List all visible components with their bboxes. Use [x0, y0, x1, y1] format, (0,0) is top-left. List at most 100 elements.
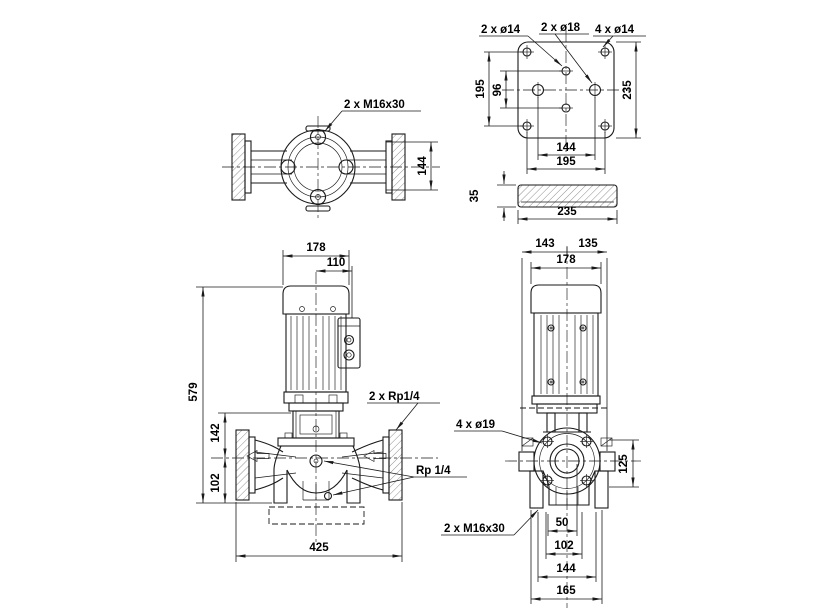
leader-gauge-ports: [395, 402, 419, 431]
pipe-bore-lines: [251, 159, 386, 175]
pipe-outline: [251, 150, 386, 184]
motor-fins: [540, 315, 594, 394]
base-plate-side-view: 35 235: [469, 171, 618, 224]
side-elevation-view: 178 110 579 142 102 425 2 x Rp1/4 Rp 1/4: [188, 242, 467, 562]
side-port-lug-right: [599, 451, 616, 472]
dim-foot-d: 165: [556, 585, 576, 597]
clamp-bolt-right: [600, 437, 613, 447]
coupling-screw: [312, 425, 320, 433]
volute-right-foot: [346, 445, 361, 504]
left-port-flange-lip: [248, 436, 256, 494]
motor-eyebolt: [299, 306, 305, 312]
motor-bolts: [547, 324, 587, 386]
foot-right: [594, 470, 609, 509]
dim-flange-height: 144: [417, 156, 429, 176]
motor-cap: [530, 284, 602, 314]
clamp-bolt-cross: [521, 437, 534, 447]
motor-foot-band: [531, 395, 601, 405]
motor-eyebolt: [330, 306, 336, 312]
dim-foot-c: 144: [556, 563, 576, 575]
volute-mid: [287, 136, 349, 198]
axis-boss-left: [280, 159, 296, 175]
dim-width-right: 135: [578, 238, 598, 250]
leader-foot-tapped-holes: [513, 509, 539, 536]
dim-center-to-box: 110: [327, 257, 346, 269]
skirt-ribs: [555, 487, 579, 505]
volute-bowl: [286, 469, 348, 494]
leader-tapped-holes: [324, 110, 343, 132]
top-view: 2 x M16x30 144: [222, 99, 440, 218]
drain-plug: [323, 491, 333, 501]
motor-body: [533, 312, 599, 397]
pump-head-flange: [277, 437, 355, 447]
cable-entry-inner: [346, 352, 352, 358]
tapped-boss-bottom: [309, 188, 327, 206]
motor-cap: [282, 285, 350, 315]
dim-center-spacing: 96: [492, 84, 504, 97]
dim-plate-height: 235: [622, 80, 634, 100]
label-plugs: Rp 1/4: [416, 465, 451, 477]
dim-center-to-head: 142: [210, 423, 222, 442]
cable-entry: [343, 334, 355, 346]
leader-flange-holes: [501, 430, 543, 444]
head-bolt: [284, 432, 293, 439]
leader-middle-holes: [554, 33, 593, 84]
dim-plate-width: 235: [557, 206, 577, 218]
right-port-flange: [388, 429, 403, 501]
dim-port-to-port: 425: [309, 542, 329, 554]
lantern-column: [578, 412, 588, 433]
flow-arrow-right: [363, 449, 387, 463]
left-flange-section: [231, 133, 246, 201]
tapped-boss-top: [309, 128, 327, 146]
base-plate-outline-dashed: [268, 506, 365, 525]
left-port-flange: [235, 429, 250, 501]
front-elevation-view: 143 135 178: [441, 238, 641, 608]
vent-plug: [309, 454, 323, 468]
leader-drain-plug: [332, 476, 415, 496]
leader-center-holes: [527, 35, 563, 67]
head-bolt: [339, 432, 348, 439]
corner-holes: [520, 45, 612, 133]
label-tapped-holes: 2 x M16x30: [344, 99, 405, 111]
pipe-cones: [254, 439, 384, 491]
cable-entry: [343, 349, 355, 361]
dim-corner-spacing-v: 195: [475, 79, 487, 99]
leader-vent-plug: [323, 460, 415, 478]
cable-entry-inner: [346, 337, 352, 343]
label-flange-holes: 4 x ø19: [456, 419, 495, 431]
dim-flange-offset: 125: [618, 454, 630, 474]
dim-motor-width: 178: [556, 254, 576, 266]
tapped-hole-top: [315, 134, 321, 140]
axis-boss-right: [338, 159, 354, 175]
clamp-bolt-cross: [600, 437, 613, 447]
volute-ribs: [302, 481, 330, 501]
dim-corner-spacing-h: 195: [556, 156, 576, 168]
motor-stool-flange: [536, 403, 598, 414]
lantern-column: [546, 412, 556, 433]
dim-middle-spacing: 144: [556, 142, 576, 154]
volute-left-foot: [273, 445, 288, 504]
label-corner-holes: 4 x ø14: [595, 24, 635, 36]
leader-corner-holes: [602, 35, 614, 48]
left-flange-lip: [244, 140, 252, 194]
right-port-flange-lip: [382, 436, 390, 494]
coupling-window: [299, 414, 333, 435]
label-foot-tapped-holes: 2 x M16x30: [444, 523, 505, 535]
dim-total-height: 579: [188, 382, 200, 401]
volute-inner: [293, 142, 343, 192]
label-gauge-ports: 2 x Rp1/4: [369, 391, 420, 403]
motor-fins: [290, 316, 342, 390]
port-bore-ring: [549, 443, 585, 479]
base-plate-top-view: 2 x ø14 2 x ø18 4 x ø14 195 96 235 144: [475, 22, 646, 174]
right-flange-lip: [385, 140, 393, 194]
dim-width-left: 143: [535, 238, 554, 250]
side-port-lug-left: [518, 451, 535, 472]
pipe-bore-lines: [254, 451, 384, 479]
label-middle-holes: 2 x ø18: [541, 22, 581, 34]
port-flange-raised-face: [539, 433, 595, 489]
base-plate-side-outline: [517, 184, 618, 208]
volute-skirt: [542, 470, 596, 506]
flow-arrow-left: [246, 449, 270, 463]
